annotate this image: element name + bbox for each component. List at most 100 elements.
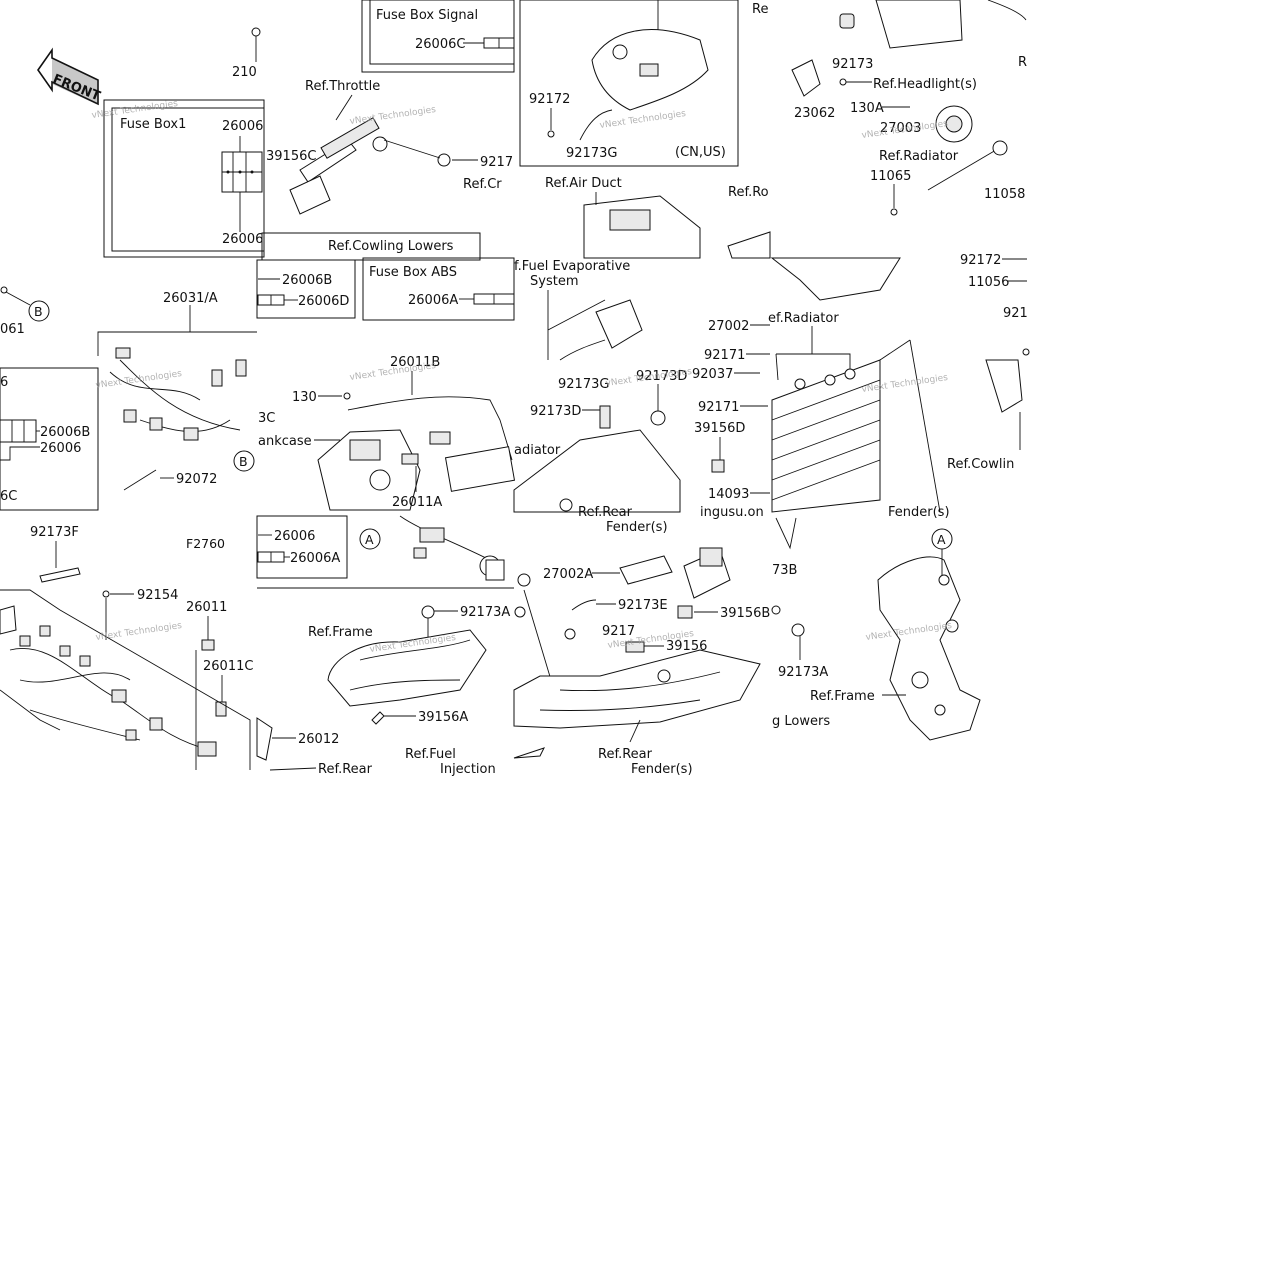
part-92173g-b: 92173G — [558, 377, 609, 392]
tile-row2-right: 92172 11056 921 27002 ef.Radiator 92171 … — [692, 253, 1030, 513]
part-92173g-a: 92173G — [566, 146, 617, 161]
part-26012: 26012 — [298, 732, 339, 747]
ref-fuel-inj-2: Injection — [440, 762, 496, 777]
fender-bottom: Fender(s) — [631, 762, 693, 777]
part-92154: 92154 — [137, 588, 178, 603]
ref-fuel-inj-1: Ref.Fuel — [405, 747, 456, 762]
part-26006c-top: 26006C — [415, 37, 465, 52]
air-duct-icon — [583, 192, 701, 259]
ref-cr: Ref.Cr — [463, 177, 502, 192]
part-26006a-m: 26006A — [290, 551, 340, 566]
part-061: 061 — [0, 322, 25, 337]
circle-a-right: A — [937, 532, 946, 547]
part-27003: 27003 — [880, 121, 921, 136]
figure-code: F2760 — [186, 536, 225, 551]
ref-re: Re — [752, 2, 768, 17]
part-26006b: 26006B — [282, 273, 332, 288]
part-92171-a: 92171 — [704, 348, 745, 363]
part-26006b-left: 26006B — [40, 425, 90, 440]
part-3c-cut: 3C — [258, 411, 275, 426]
ref-frame-2: Ref.Frame — [810, 689, 875, 704]
part-6-cut: 6 — [0, 375, 8, 390]
part-26006d: 26006D — [298, 294, 349, 309]
tile-row2-mid-left: 26006B 26006D Fuse Box ABS 26006A 26011B… — [256, 257, 516, 511]
ref-air-duct: Ref.Air Duct — [545, 176, 622, 191]
part-92173d-b: 92173D — [530, 404, 581, 419]
headlight-bracket-icon — [791, 0, 963, 97]
part-92173d-a: 92173D — [636, 369, 687, 384]
part-39156: 39156 — [666, 639, 707, 654]
part-92173-a: 92173 — [832, 57, 873, 72]
ref-frame-1: Ref.Frame — [308, 625, 373, 640]
part-210: 210 — [232, 65, 257, 80]
circle-a-left: A — [365, 532, 374, 547]
part-11065: 11065 — [870, 169, 911, 184]
tile-top-right: Re R 92173 Ref.Headlight(s) 23062 130A 2… — [727, 0, 1027, 259]
cowl-bracket-icon — [591, 0, 709, 111]
part-cut-top: ingusu.on — [700, 505, 764, 520]
part-39156c: 39156C — [266, 149, 316, 164]
tile-row3-right: ingusu.on Fender(s) 73B 92173A g Lowers … — [700, 505, 981, 741]
crankcase-icon — [317, 429, 421, 511]
ref-headlights: Ref.Headlight(s) — [873, 77, 977, 92]
tile-row3-left: 92173F F2760 92154 26011 26011C — [0, 525, 253, 770]
tile-top-left: FRONT 210 Fuse Box1 26006 26006 vNext Te… — [37, 27, 265, 258]
part-130: 130 — [292, 390, 317, 405]
part-26031a: 26031/A — [163, 291, 218, 306]
throttle-grip-icon — [289, 117, 451, 215]
cn-us-label: (CN,US) — [675, 145, 726, 160]
tile-row3-mid-right: Ref.Rear Fender(s) 27002A 92173E 39156B … — [513, 505, 770, 777]
part-9217-b: 9217 — [602, 624, 635, 639]
part-27002: 27002 — [708, 319, 749, 334]
part-92173f: 92173F — [30, 525, 79, 540]
fuse-box1-label: Fuse Box1 — [120, 117, 186, 132]
tile-row2-mid-right: f.Fuel Evaporative System 92173G 92173D … — [513, 259, 693, 513]
wiring-harness-a-icon — [109, 347, 247, 441]
battery-case-icon — [619, 547, 731, 599]
ref-rear-cut: Ref.Rear — [578, 505, 633, 520]
ref-throttle: Ref.Throttle — [305, 79, 380, 94]
part-921-cut: 921 — [1003, 306, 1028, 321]
part-11056: 11056 — [968, 275, 1009, 290]
part-9217-cut: 9217 — [480, 155, 513, 170]
wiring-harness-b-icon — [0, 605, 217, 757]
part-92172-a: 92172 — [529, 92, 570, 107]
ref-cowlin: Ref.Cowlin — [947, 457, 1014, 472]
ref-radiator-top: Ref.Radiator — [879, 149, 959, 164]
ecu-harness-icon — [399, 515, 505, 581]
part-6c-cut: 6C — [0, 489, 17, 504]
fender-s-mid: Fender(s) — [888, 505, 950, 520]
part-26006a-abs: 26006A — [408, 293, 458, 308]
tile-top-mid-left: Fuse Box Signal 26006C Ref.Throttle 3915… — [261, 0, 515, 261]
tile-top-mid-right: (CN,US) 92172 92173G vNext Technologies … — [519, 0, 739, 259]
ref-adiator: adiator — [514, 443, 561, 458]
part-130a: 130A — [850, 101, 884, 116]
tile-row3-mid-left: 26006 26006A A Ref.Frame 92173A 39156A v… — [256, 515, 514, 777]
ref-rear-left: Ref.Rear — [318, 762, 373, 777]
ref-cowling-lowers: Ref.Cowling Lowers — [328, 239, 454, 254]
part-92173e: 92173E — [618, 598, 668, 613]
part-39156d: 39156D — [694, 421, 745, 436]
ecu-connector-icon — [401, 431, 516, 492]
part-92072: 92072 — [176, 472, 217, 487]
part-73b-cut: 73B — [772, 563, 797, 578]
part-92173a-a: 92173A — [460, 605, 510, 620]
part-26011b: 26011B — [390, 355, 440, 370]
fuse-box-abs-label: Fuse Box ABS — [369, 265, 457, 280]
front-arrow-icon: FRONT — [37, 47, 102, 106]
part-92173a-b: 92173A — [778, 665, 828, 680]
part-26006-fusebox1-b: 26006 — [222, 232, 263, 247]
ref-fuel-evap-2: System — [530, 274, 578, 289]
ref-ro: Ref.Ro — [728, 185, 769, 200]
part-23062: 23062 — [794, 106, 835, 121]
fuse-box-signal-label: Fuse Box Signal — [376, 8, 478, 23]
rear-frame-icon — [513, 628, 761, 729]
ref-rear-bottom: Ref.Rear — [598, 747, 653, 762]
part-92171-b: 92171 — [698, 400, 739, 415]
part-39156a: 39156A — [418, 710, 468, 725]
ref-fuel-evap-1: f.Fuel Evaporative — [514, 259, 630, 274]
part-26011c: 26011C — [203, 659, 253, 674]
circle-b-mid: B — [239, 454, 248, 469]
fuse-block-icon — [221, 136, 263, 232]
